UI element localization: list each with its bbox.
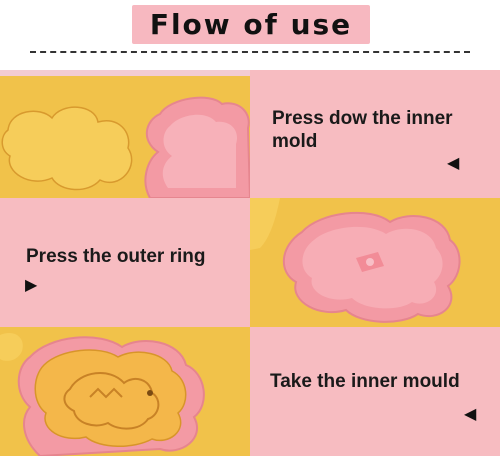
stamped-cookie-illustration [0,327,250,456]
photo-mold-press [250,198,500,327]
photo-stamped-cookie [0,327,250,456]
dashed-divider [30,51,470,53]
step-1-panel: Press dow the inner mold ◀ [250,70,500,198]
photo-dough-cutout [0,70,250,198]
title-banner: Flow of use [132,5,370,44]
arrow-right-icon: ▶ [25,277,38,294]
header: Flow of use [0,0,500,62]
mold-press-illustration [250,198,500,327]
instruction-grid: Press dow the inner mold ◀ Press the out… [0,70,500,456]
step-2-label: Press the outer ring [26,246,206,267]
step-3-label: Take the inner mould [270,371,460,392]
arrow-left-icon: ◀ [464,406,477,423]
arrow-left-icon: ◀ [447,155,460,172]
step-3-panel: Take the inner mould ◀ [250,327,500,456]
dough-cutout-illustration [0,70,250,198]
step-2-panel: Press the outer ring ▶ [0,198,250,327]
page-title: Flow of use [149,8,353,41]
step-1-label: Press dow the inner mold [272,108,453,152]
